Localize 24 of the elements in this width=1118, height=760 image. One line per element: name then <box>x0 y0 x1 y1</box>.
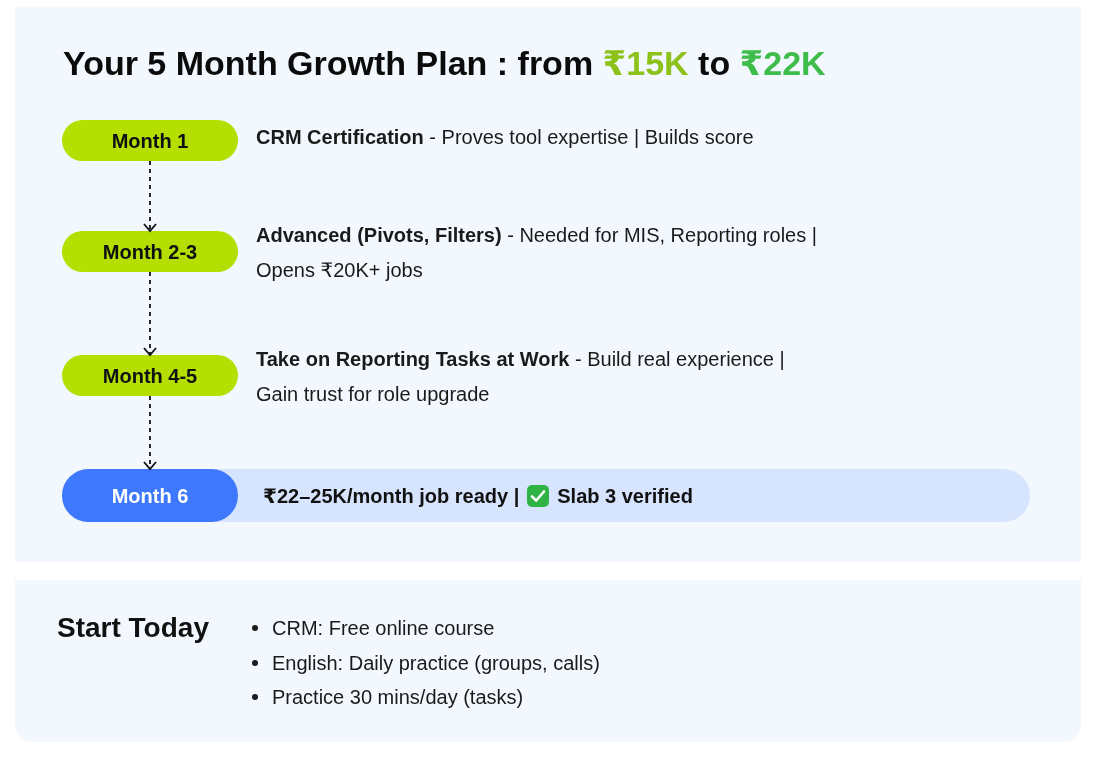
start-today-panel <box>15 580 1081 742</box>
step-description: Advanced (Pivots, Filters) - Needed for MIS, Reporting roles | Opens ₹20K+ jobs <box>256 222 818 283</box>
month-label: Month 2-3 <box>102 239 198 264</box>
dashed-arrow <box>143 271 157 356</box>
bullet-item: CRM: Free online course <box>272 616 495 641</box>
month-label: Month 6 <box>111 483 189 508</box>
month-pill <box>62 231 238 272</box>
month-pill <box>62 120 238 161</box>
step-description: CRM Certification - Proves tool expertise | Builds score <box>256 125 755 150</box>
plan-panel <box>15 7 1081 562</box>
bullet-item: English: Daily practice (groups, calls) <box>272 650 600 675</box>
plan-title: Your 5 Month Growth Plan : from ₹15K to ₹22K <box>63 43 826 83</box>
step-description: Take on Reporting Tasks at Work - Build real experience | Gain trust for role upgrade <box>256 346 786 407</box>
month-label: Month 1 <box>111 128 189 153</box>
result-text: Slab 3 verified <box>557 483 693 508</box>
month-pill <box>62 469 238 522</box>
dashed-arrow <box>143 160 157 232</box>
month-label: Month 4-5 <box>102 363 198 388</box>
bullet-item: Practice 30 mins/day (tasks) <box>272 685 524 710</box>
section-heading: Start Today <box>57 611 209 645</box>
month-pill <box>62 355 238 396</box>
dashed-arrow <box>143 395 157 470</box>
result-text: ₹22–25K/month job ready | <box>263 483 520 508</box>
result-banner <box>62 469 1030 522</box>
